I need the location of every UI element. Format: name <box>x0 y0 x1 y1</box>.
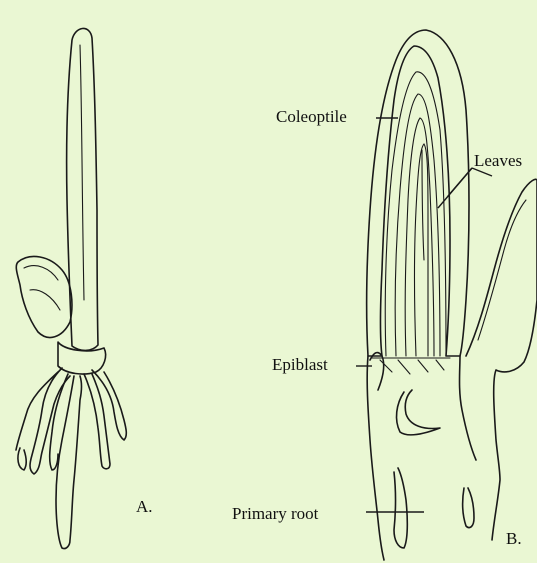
label-leaves: Leaves <box>474 152 522 169</box>
grain-a <box>16 256 72 337</box>
primary-root-b <box>394 468 407 548</box>
roots-a <box>16 368 126 549</box>
seedling-b <box>367 30 537 560</box>
panel-label-a: A. <box>136 498 153 515</box>
scutellum-b <box>397 390 440 435</box>
label-epiblast: Epiblast <box>272 356 328 373</box>
seedling-a <box>16 28 126 548</box>
label-primary-root: Primary root <box>232 505 318 522</box>
label-coleoptile: Coleoptile <box>276 108 347 125</box>
leaves-b <box>385 72 446 356</box>
panel-label-b: B. <box>506 530 522 547</box>
coleoptile-b <box>367 30 469 356</box>
blade-b <box>466 179 537 540</box>
leader-lines <box>356 118 492 512</box>
stem-b <box>367 356 384 560</box>
